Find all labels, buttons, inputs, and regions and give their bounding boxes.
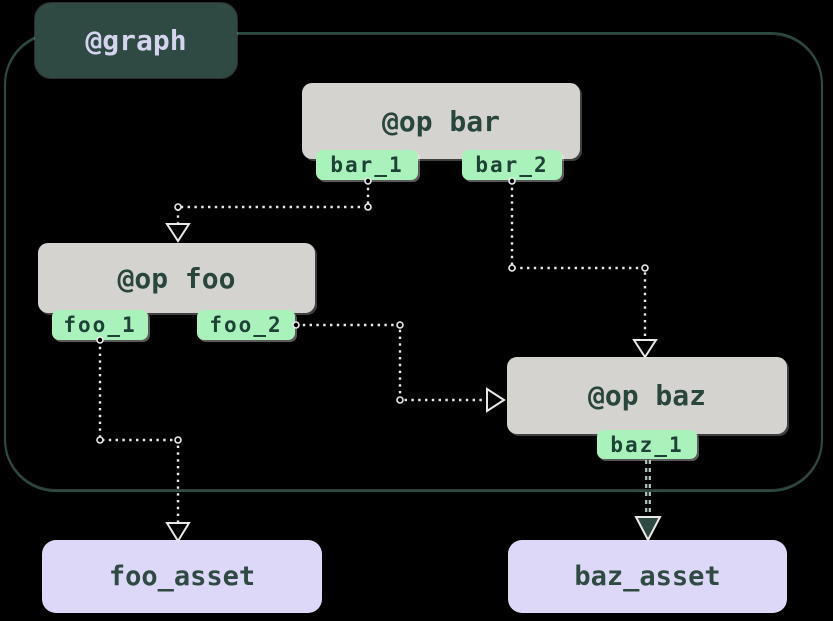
arrowhead-baz-asset [634, 516, 662, 543]
op-node-foo-body: @op foo [38, 243, 315, 313]
output-tab-foo-2: foo_2 [197, 310, 295, 340]
asset-node-baz-label: baz_asset [574, 561, 721, 592]
op-node-baz-label: @op baz [587, 379, 706, 412]
output-tab-baz-1: baz_1 [597, 430, 697, 459]
arrowhead-foo-asset [165, 522, 191, 543]
output-tab-foo-1: foo_1 [52, 310, 148, 340]
output-tab-foo-1-label: foo_1 [63, 313, 137, 337]
graph-label-badge: @graph [35, 3, 237, 78]
op-node-foo-label: @op foo [117, 261, 236, 295]
output-tab-baz-1-label: baz_1 [610, 432, 684, 457]
output-tab-bar-2: bar_2 [462, 150, 562, 180]
op-node-bar-label: @op bar [381, 104, 500, 138]
op-node-baz-body: @op baz [507, 357, 787, 434]
op-node-baz: @op baz baz_1 [507, 357, 787, 459]
graph-container-border [4, 32, 823, 492]
op-node-bar-body: @op bar [302, 83, 580, 159]
asset-node-baz: baz_asset [508, 540, 787, 613]
asset-node-foo-label: foo_asset [108, 561, 256, 592]
output-tab-foo-2-label: foo_2 [209, 313, 283, 337]
output-tab-bar-1-label: bar_1 [330, 153, 404, 177]
op-node-foo: @op foo foo_1 foo_2 [38, 243, 315, 340]
output-tab-bar-2-label: bar_2 [475, 153, 549, 177]
asset-node-foo: foo_asset [42, 540, 322, 613]
op-node-bar: @op bar bar_1 bar_2 [302, 83, 580, 180]
graph-label-text: @graph [85, 24, 187, 57]
output-tab-bar-1: bar_1 [316, 150, 418, 180]
